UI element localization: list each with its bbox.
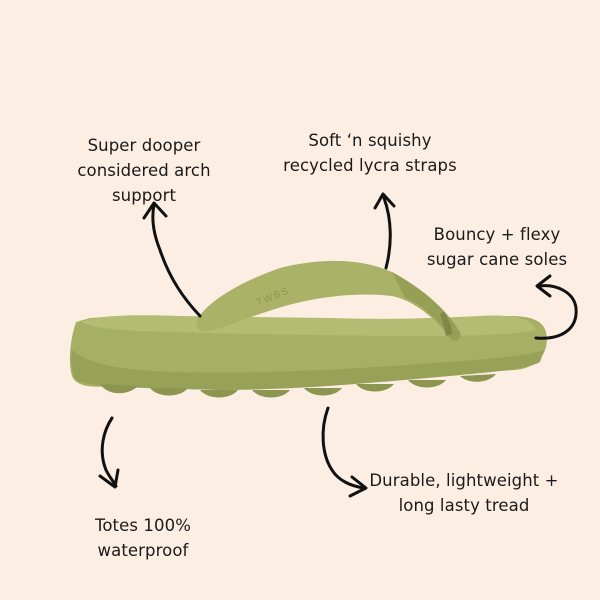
arch-support-label: Super dooper considered arch support <box>77 136 211 205</box>
tread-label: Durable, lightweight + long lasty tread <box>369 471 559 515</box>
soles-label: Bouncy + flexy sugar cane soles <box>426 225 568 269</box>
sandal-tread <box>100 374 496 398</box>
straps-arrow-icon <box>382 196 392 270</box>
waterproof-arrow-icon <box>100 416 118 488</box>
sandal-sole-side <box>71 350 544 390</box>
tread-arrow-icon <box>321 406 366 490</box>
sandal-toe-post <box>440 312 452 336</box>
arch-arrow-icon <box>151 203 202 318</box>
annotation-arrows <box>98 192 578 498</box>
straps-label: Soft ‘n squishy recycled lycra straps <box>283 131 457 175</box>
soles-arrow-icon <box>534 284 578 340</box>
sandal-footbed <box>82 315 536 336</box>
waterproof-label: Totes 100% waterproof <box>94 516 191 560</box>
sandal-strap <box>196 260 461 341</box>
